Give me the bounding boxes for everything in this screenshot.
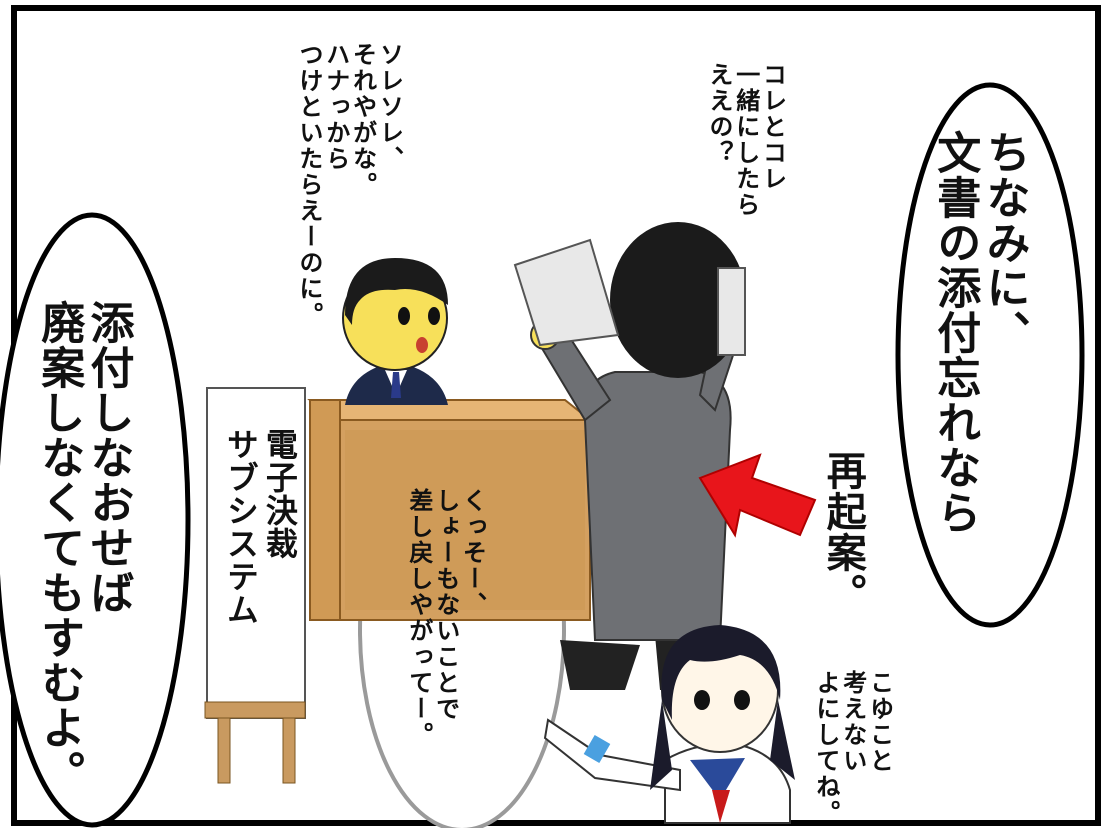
girl-character	[543, 625, 795, 824]
red-arrow-icon	[698, 453, 817, 538]
boy-question-text: コレとコレ 一緒にしたら ええの？	[704, 62, 787, 218]
bubble-narration-left	[0, 212, 191, 828]
sign-text-line2: サブシステム	[221, 428, 260, 626]
boy-character	[513, 222, 746, 690]
narration-left-text: 添付しなおせば 廃案しなくてもすむよ。	[33, 300, 134, 795]
sign-text-line1: 電子決裁	[260, 428, 299, 560]
signboard	[204, 387, 306, 784]
resubmit-label: 再起案。	[819, 450, 866, 614]
girl-note-text: こゆこと 考えない よにしてね。	[811, 670, 894, 826]
narration-right-text: ちなみに、 文書の添付忘れなら	[929, 130, 1030, 535]
bubble-narration-right	[895, 82, 1085, 628]
boy-quote-text: くっそー、 しょーもないことで 差し戻しやがってー。	[404, 488, 487, 748]
clerk-quote-text: ソレソレ、 それやがな。 ハナっから つけといたらえーのに。	[294, 42, 404, 328]
clerk-character	[342, 258, 448, 405]
